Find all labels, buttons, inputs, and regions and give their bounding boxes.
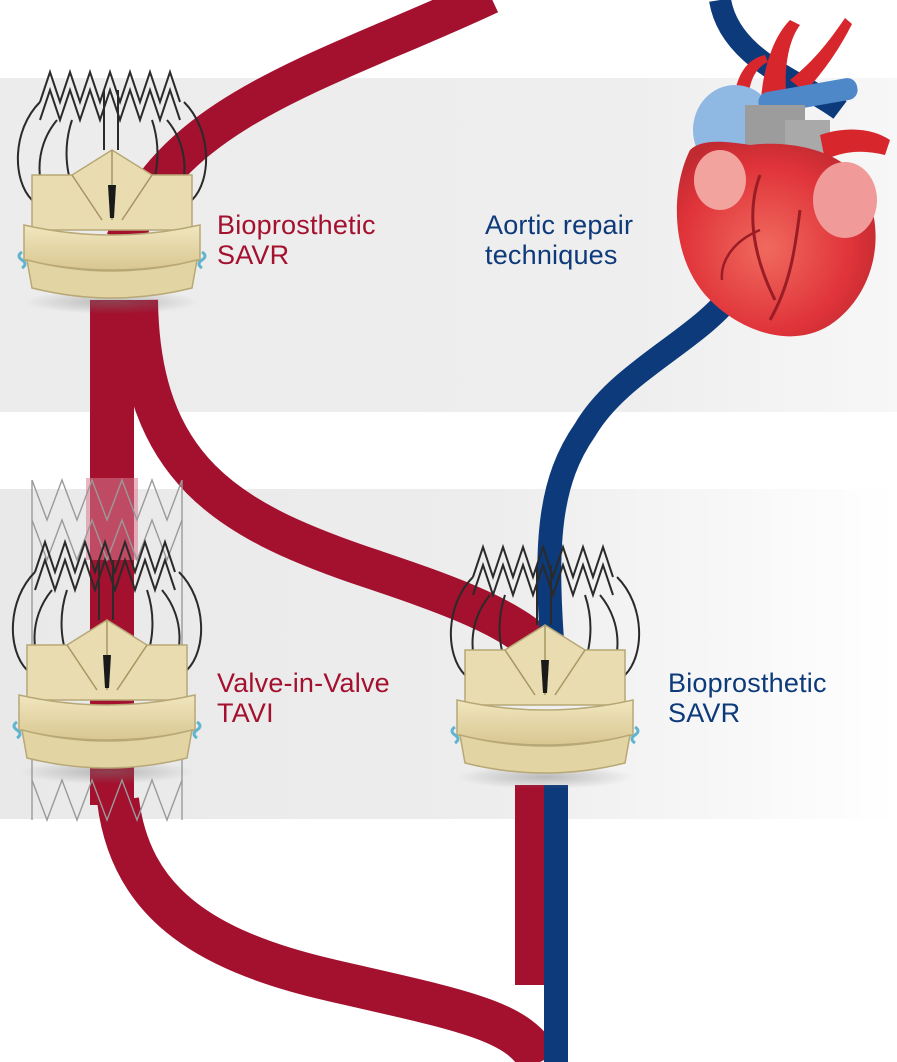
label-bioprosthetic-savr-mid: Bioprosthetic SAVR bbox=[668, 668, 827, 728]
label-line: SAVR bbox=[668, 698, 827, 728]
heart-icon bbox=[677, 18, 890, 336]
label-line: Aortic repair bbox=[485, 210, 633, 240]
label-aortic-repair: Aortic repair techniques bbox=[485, 210, 633, 270]
label-line: TAVI bbox=[217, 698, 390, 728]
label-line: techniques bbox=[485, 240, 633, 270]
label-line: Valve-in-Valve bbox=[217, 668, 390, 698]
label-line: Bioprosthetic bbox=[668, 668, 827, 698]
surgical-valve-icon bbox=[13, 542, 201, 784]
label-valve-in-valve: Valve-in-Valve TAVI bbox=[217, 668, 390, 728]
surgical-valve-icon bbox=[18, 72, 206, 314]
label-line: SAVR bbox=[217, 240, 376, 270]
label-bioprosthetic-savr-top: Bioprosthetic SAVR bbox=[217, 210, 376, 270]
label-line: Bioprosthetic bbox=[217, 210, 376, 240]
surgical-valve-icon bbox=[451, 547, 639, 789]
